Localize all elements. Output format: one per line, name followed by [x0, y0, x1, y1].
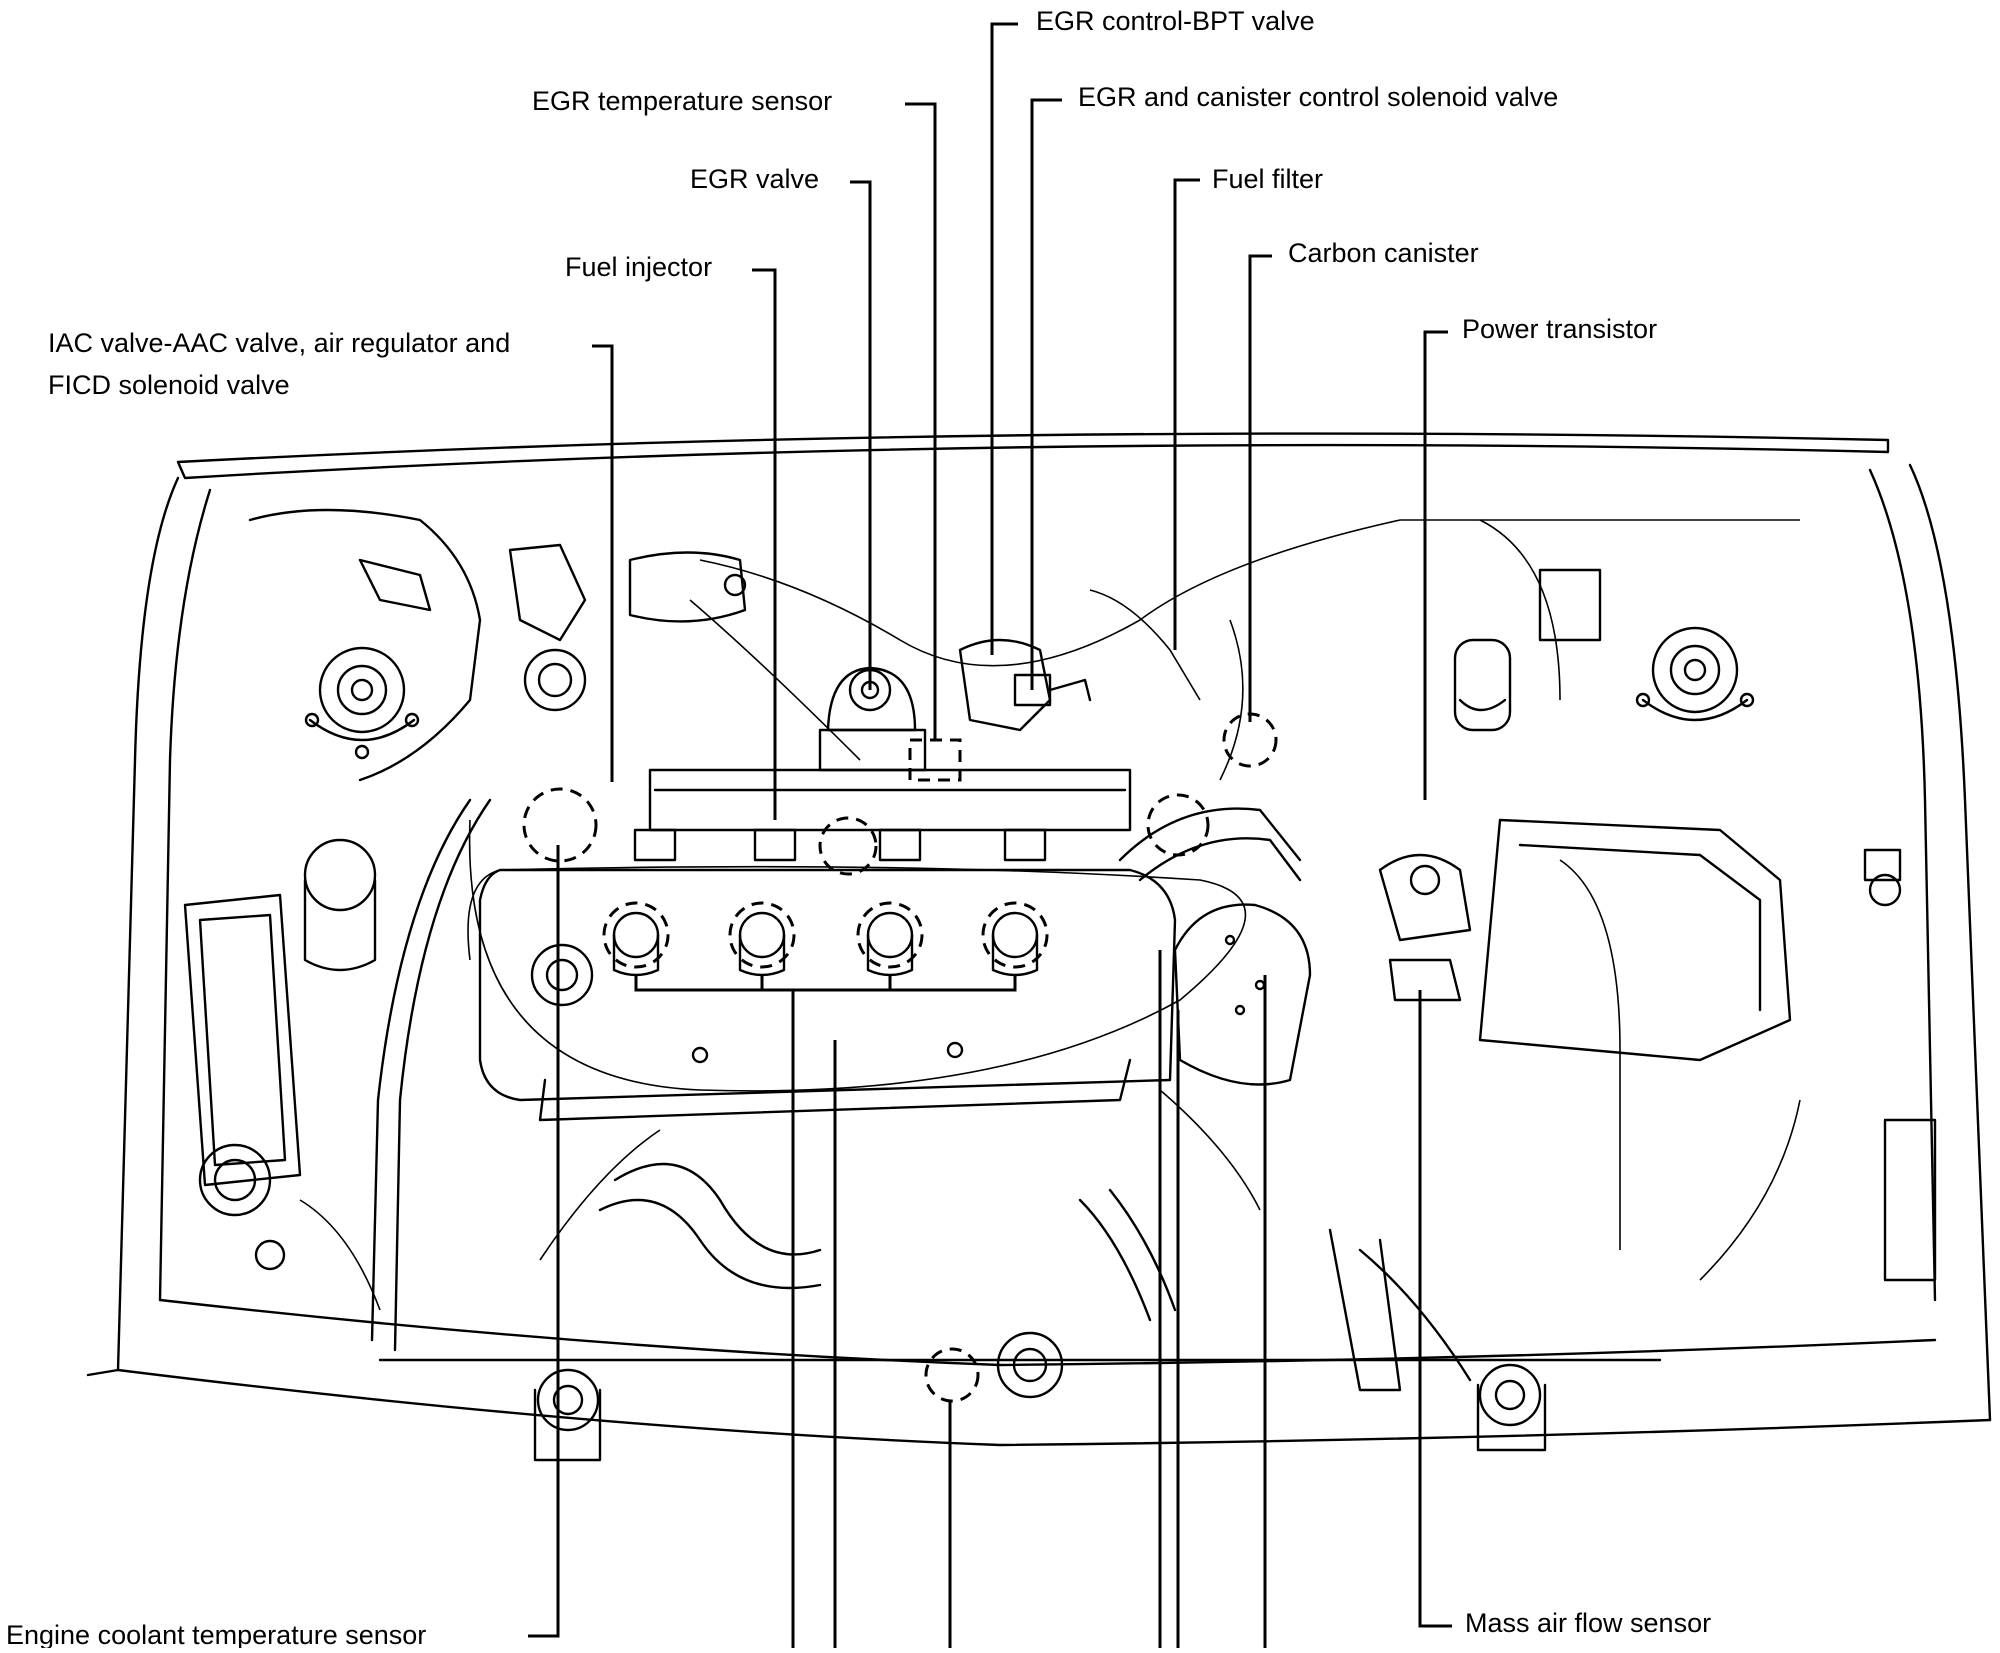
leader-egr-control-bpt	[990, 22, 1018, 655]
leader-fuel-injector	[752, 268, 777, 820]
label-mass-air-flow-sensor: Mass air flow sensor	[1465, 1608, 1711, 1638]
leader-egr-canister-solenoid	[1030, 98, 1062, 690]
leader-egr-temp-sensor	[905, 102, 937, 740]
label-fuel-injector: Fuel injector	[565, 252, 712, 282]
right-fender	[1908, 463, 1992, 1422]
label-egr-temperature-sensor: EGR temperature sensor	[532, 86, 832, 116]
leader-fuel-filter	[1173, 178, 1200, 650]
leader-power-transistor	[1423, 330, 1448, 800]
left-fender	[86, 476, 180, 1377]
left-strut-tower	[304, 646, 420, 760]
label-fuel-filter: Fuel filter	[1212, 164, 1323, 194]
spark-plug-caps	[612, 911, 1039, 977]
component-location-markers	[522, 712, 1278, 1403]
intake-collector	[648, 768, 1132, 832]
label-egr-valve: EGR valve	[690, 164, 819, 194]
air-cleaner	[1478, 818, 1792, 1062]
leader-engine-coolant	[528, 845, 560, 1638]
hood-edge	[176, 432, 1890, 480]
label-egr-control-bpt-valve: EGR control-BPT valve	[1036, 6, 1315, 36]
label-egr-canister-solenoid-valve: EGR and canister control solenoid valve	[1078, 82, 1558, 112]
radiator-cap	[996, 1331, 1064, 1399]
label-power-transistor: Power transistor	[1462, 314, 1657, 344]
label-iac-valve-line2: FICD solenoid valve	[48, 370, 290, 400]
leader-mass-air-flow	[1418, 990, 1452, 1628]
leader-egr-valve	[850, 180, 872, 690]
label-carbon-canister: Carbon canister	[1288, 238, 1479, 268]
label-engine-coolant-temperature-sensor: Engine coolant temperature sensor	[6, 1620, 426, 1648]
fuel-injectors	[633, 828, 1047, 862]
battery	[183, 893, 302, 1187]
radiator-support	[116, 1368, 1992, 1447]
leader-iac-valve	[592, 344, 614, 782]
egr-valve-drawing	[818, 666, 927, 772]
throttle-chamber	[1173, 903, 1312, 1086]
right-strut-tower	[1635, 626, 1755, 722]
engine-bay-drawing	[86, 432, 1992, 1462]
cam-cover	[478, 868, 1177, 1102]
leader-lines	[528, 22, 1452, 1648]
label-iac-valve-line1: IAC valve-AAC valve, air regulator and	[48, 328, 510, 358]
leader-carbon-canister	[1248, 254, 1272, 722]
